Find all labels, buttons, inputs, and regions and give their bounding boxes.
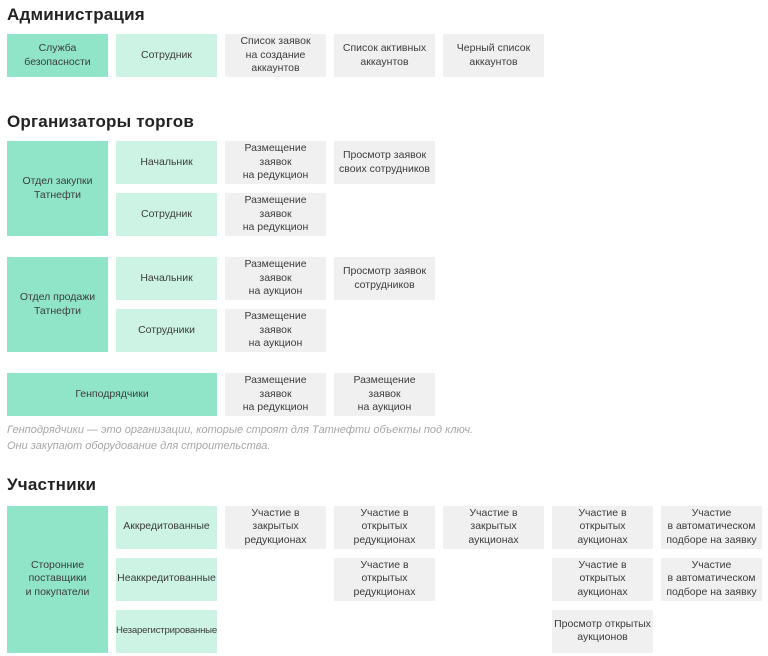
perm-box-contractors-place-auction: Размещение заявок на аукцион [334, 373, 435, 416]
contractors-grid: Генподрядчики Размещение заявок на редук… [7, 373, 768, 416]
role-box-security-employee: Сотрудник [116, 34, 217, 77]
perm-box-sales-employees-place-auction: Размещение заявок на аукцион [225, 309, 326, 352]
section-title-organizers: Организаторы торгов [7, 112, 195, 131]
org-box-sales-dept: Отдел продажи Татнефти [7, 257, 108, 352]
section-title-administration: Администрация [7, 5, 145, 24]
perm-box-accredited-closed-auctions: Участие в закрытых аукционах [443, 505, 544, 549]
org-box-general-contractors: Генподрядчики [7, 373, 217, 416]
perm-box-accredited-open-reductions: Участие в открытых редукционах [334, 505, 435, 549]
perm-box-unregistered-view-open-auctions: Просмотр открытых аукционов [552, 609, 653, 653]
perm-box-accredited-auto-selection: Участие в автоматическом подборе на заяв… [661, 505, 762, 549]
sales-dept-grid: Отдел продажи Татнефти Начальник Размеще… [7, 257, 768, 352]
perm-box-accredited-open-auctions: Участие в открытых аукционах [552, 505, 653, 549]
org-box-external-suppliers-buyers: Сторонние поставщики и покупатели [7, 505, 108, 653]
role-box-sales-head: Начальник [116, 257, 217, 300]
perm-box-sales-head-place-auction: Размещение заявок на аукцион [225, 257, 326, 300]
purchase-dept-grid: Отдел закупки Татнефти Начальник Размеще… [7, 141, 768, 236]
perm-box-non-accredited-open-reductions: Участие в открытых редукционах [334, 557, 435, 601]
section-title-participants: Участники [7, 474, 97, 494]
perm-box-purchase-employee-place-reduction: Размещение заявок на редукцион [225, 193, 326, 236]
perm-box-contractors-place-reduction: Размещение заявок на редукцион [225, 373, 326, 416]
org-box-security-service: Служба безопасности [7, 34, 108, 77]
contractors-note-line-2: Они закупают оборудование для строительс… [7, 439, 271, 452]
role-box-purchase-head: Начальник [116, 141, 217, 184]
role-box-sales-employees: Сотрудники [116, 309, 217, 352]
perm-box-purchase-head-place-reduction: Размещение заявок на редукцион [225, 141, 326, 184]
perm-box-sales-head-view-staff-requests: Просмотр заявок сотрудников [334, 257, 435, 300]
org-box-purchase-dept: Отдел закупки Татнефти [7, 141, 108, 236]
perm-box-accredited-closed-reductions: Участие в закрытых редукционах [225, 505, 326, 549]
perm-box-non-accredited-auto-selection: Участие в автоматическом подборе на заяв… [661, 557, 762, 601]
contractors-note-line-1: Генподрядчики — это организации, которые… [7, 424, 474, 436]
role-box-unregistered: Незарегистрированные [116, 609, 217, 653]
role-box-non-accredited: Неаккредитованные [116, 557, 217, 601]
contractors-note: Генподрядчики — это организации, которые… [7, 423, 768, 455]
perm-box-non-accredited-open-auctions: Участие в открытых аукционах [552, 557, 653, 601]
role-box-purchase-employee: Сотрудник [116, 193, 217, 236]
perm-box-accounts-blacklist: Черный список аккаунтов [443, 34, 544, 77]
role-box-accredited: Аккредитованные [116, 505, 217, 549]
perm-box-active-accounts-list: Список активных аккаунтов [334, 34, 435, 77]
administration-grid: Служба безопасности Сотрудник Список зая… [7, 34, 768, 77]
perm-box-account-creation-requests: Список заявок на создание аккаунтов [225, 34, 326, 77]
perm-box-purchase-head-view-staff-requests: Просмотр заявок своих сотрудников [334, 141, 435, 184]
participants-grid: Сторонние поставщики и покупатели Аккред… [7, 505, 768, 653]
